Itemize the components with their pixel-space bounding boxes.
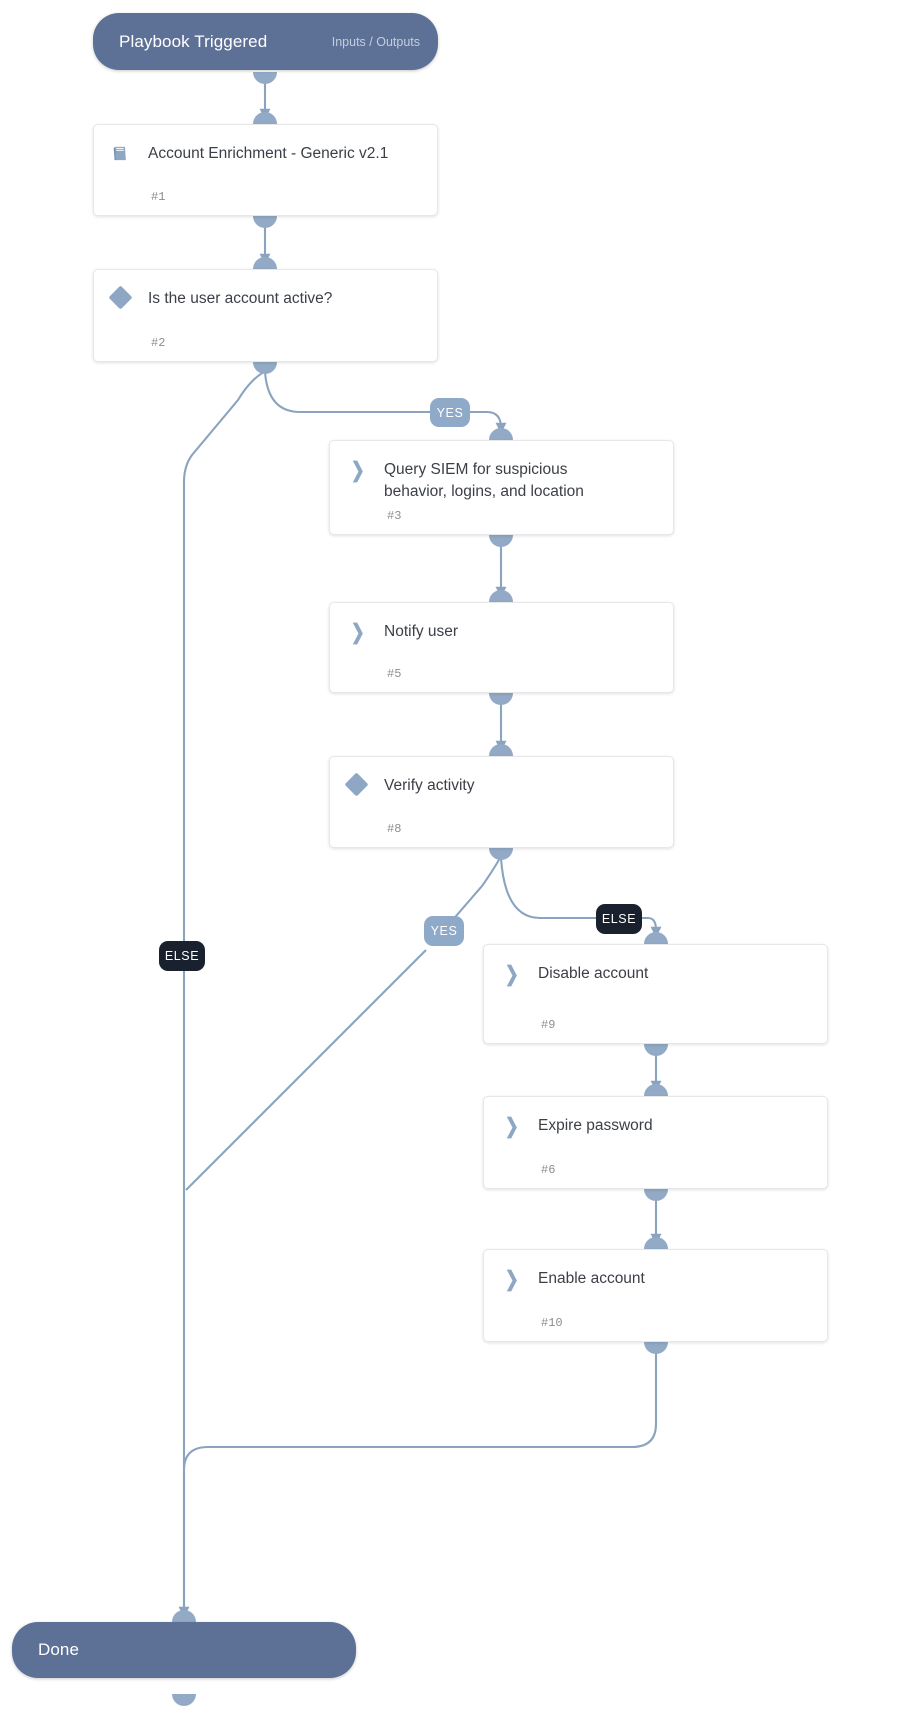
node-disable-account[interactable]: ❯ Disable account #9	[483, 944, 828, 1044]
node-title: Enable account	[538, 1270, 645, 1287]
branch-badge-yes-2[interactable]: YES	[424, 916, 464, 946]
start-node[interactable]: Playbook Triggered Inputs / Outputs	[93, 13, 438, 70]
node-verify-activity[interactable]: Verify activity #8	[329, 756, 674, 848]
chevron-icon: ❯	[504, 1115, 519, 1138]
card-header: Is the user account active?	[94, 270, 437, 310]
badge-label: ELSE	[164, 949, 200, 963]
node-title: Query SIEM for suspicious behavior, logi…	[384, 461, 584, 501]
node-number: #1	[151, 190, 166, 204]
node-account-enrichment[interactable]: Account Enrichment - Generic v2.1 #1	[93, 124, 438, 216]
card-header: ❯ Enable account	[484, 1250, 827, 1290]
node-number: #8	[387, 822, 402, 836]
card-header: Account Enrichment - Generic v2.1	[94, 125, 437, 165]
node-query-siem[interactable]: ❯ Query SIEM for suspicious behavior, lo…	[329, 440, 674, 535]
start-node-title: Playbook Triggered	[119, 31, 268, 51]
card-header: Verify activity	[330, 757, 673, 797]
end-node-title: Done	[38, 1640, 80, 1659]
node-title: Is the user account active?	[148, 290, 333, 307]
node-title: Account Enrichment - Generic v2.1	[148, 145, 389, 162]
card-header: ❯ Notify user	[330, 603, 673, 643]
node-enable-account[interactable]: ❯ Enable account #10	[483, 1249, 828, 1342]
node-number: #2	[151, 336, 166, 350]
start-node-io-label: Inputs / Outputs	[331, 34, 420, 49]
book-icon	[110, 143, 144, 163]
node-title: Expire password	[538, 1117, 653, 1134]
node-number: #10	[541, 1316, 563, 1330]
node-number: #9	[541, 1018, 556, 1032]
node-title: Verify activity	[384, 777, 475, 794]
card-header: ❯ Query SIEM for suspicious behavior, lo…	[330, 441, 673, 504]
branch-badge-else-2[interactable]: ELSE	[596, 904, 642, 934]
badge-label: YES	[436, 405, 464, 420]
node-number: #5	[387, 667, 402, 681]
chevron-icon: ❯	[504, 1268, 519, 1291]
card-header: ❯ Expire password	[484, 1097, 827, 1137]
node-notify-user[interactable]: ❯ Notify user #5	[329, 602, 674, 693]
node-expire-password[interactable]: ❯ Expire password #6	[483, 1096, 828, 1189]
node-title: Disable account	[538, 965, 649, 982]
node-is-user-account-active[interactable]: Is the user account active? #2	[93, 269, 438, 362]
diamond-icon	[108, 285, 144, 310]
node-number: #6	[541, 1163, 556, 1177]
diamond-icon	[344, 772, 380, 797]
chevron-icon: ❯	[504, 963, 519, 986]
end-node[interactable]: Done	[12, 1622, 356, 1678]
chevron-icon: ❯	[350, 621, 365, 644]
card-header: ❯ Disable account	[484, 945, 827, 985]
badge-label: ELSE	[601, 912, 637, 926]
branch-badge-yes-1[interactable]: YES	[430, 398, 470, 427]
chevron-icon: ❯	[350, 459, 365, 482]
node-number: #3	[387, 509, 402, 523]
node-title: Notify user	[384, 623, 459, 640]
badge-label: YES	[430, 924, 458, 938]
branch-badge-else-1[interactable]: ELSE	[159, 941, 205, 971]
